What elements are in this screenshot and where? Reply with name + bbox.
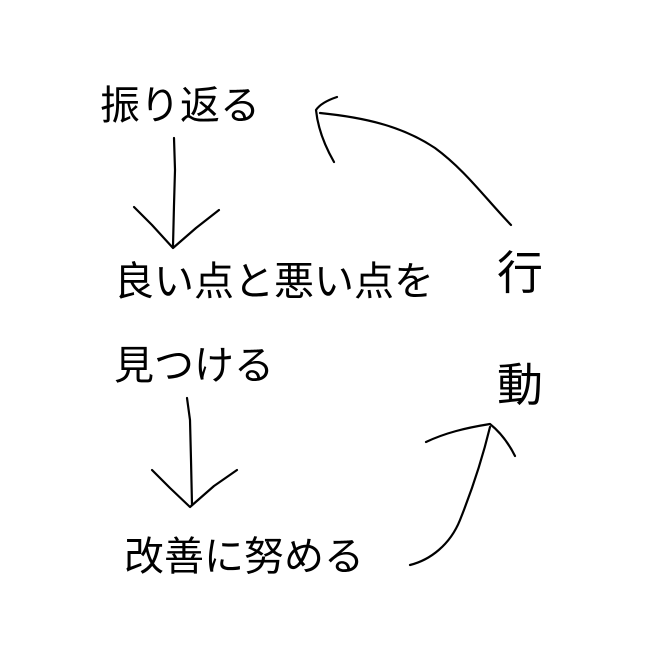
arrow-improve-to-action-curve (408, 425, 492, 567)
arrow-find-to-improve-head (150, 468, 239, 509)
arrow-improve-to-action-head (424, 422, 517, 458)
node-action-line1: 行 (497, 246, 543, 300)
node-action-line2: 動 (497, 358, 543, 412)
arrow-action-to-reflect-head (314, 95, 339, 164)
node-reflect: 振り返る (100, 83, 260, 129)
arrow-action-to-reflect-curve (318, 111, 513, 227)
arrow-reflect-to-find-shaft (171, 136, 177, 248)
node-find-line2: 見つける (114, 343, 274, 389)
node-improve: 改善に努める (124, 534, 364, 580)
arrow-find-to-improve-shaft (185, 396, 194, 507)
node-find-line1: 良い点と悪い点を (114, 259, 434, 305)
arrow-reflect-to-find-head (132, 205, 221, 250)
